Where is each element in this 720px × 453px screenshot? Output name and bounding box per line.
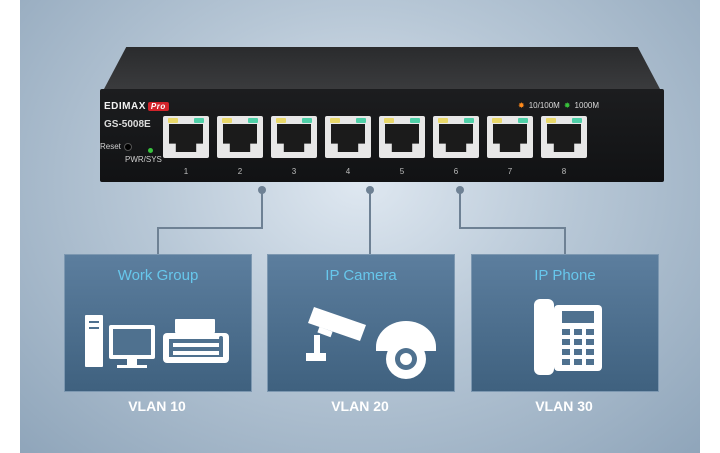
port-number: 1: [183, 167, 189, 176]
green-led-icon: ✸: [563, 101, 571, 110]
speed-led-icon: [194, 118, 204, 123]
ethernet-port: [217, 116, 263, 158]
speed-led-icon: [410, 118, 420, 123]
reset-label: Reset: [100, 142, 121, 151]
wire-port6: [459, 190, 566, 254]
orange-led-icon: ✸: [518, 101, 525, 110]
speed-led-icon: [248, 118, 258, 123]
switch-model: GS-5008E: [104, 119, 151, 130]
connection-lines: [157, 186, 566, 254]
link-led-icon: [438, 118, 448, 123]
rj45-socket-icon: [331, 124, 365, 152]
power-led-icon: [148, 148, 153, 153]
power-label: PWR/SYS: [125, 155, 162, 164]
ethernet-port: [325, 116, 371, 158]
link-led-icon: [330, 118, 340, 123]
rj45-socket-icon: [547, 124, 581, 152]
ethernet-port: [487, 116, 533, 158]
port-number: 6: [453, 167, 459, 176]
ethernet-port: [271, 116, 317, 158]
computer-icon: [85, 315, 155, 368]
rj45-socket-icon: [277, 124, 311, 152]
rj45-socket-icon: [169, 124, 203, 152]
group-ip-camera: IP Camera: [267, 254, 455, 392]
ethernet-port: [433, 116, 479, 158]
link-led-icon: [492, 118, 502, 123]
port-number: 7: [507, 167, 513, 176]
group-work-group: Work Group: [64, 254, 252, 392]
legend-slow: 10/100M: [528, 101, 560, 110]
speed-led-icon: [518, 118, 528, 123]
group-ip-phone: IP Phone: [471, 254, 659, 392]
brand-name: EDIMAX: [104, 101, 146, 112]
wire-dot-port2: [258, 186, 266, 194]
speed-led-icon: [356, 118, 366, 123]
ethernet-port: [163, 116, 209, 158]
brand-tag: Pro: [147, 102, 169, 111]
rj45-socket-icon: [439, 124, 473, 152]
desk-phone-icon: [534, 299, 602, 375]
legend-fast: 1000M: [574, 101, 600, 110]
vlan-label-20: VLAN 20: [331, 398, 389, 414]
cctv-camera-icon: [306, 307, 366, 361]
speed-led-icon: [572, 118, 582, 123]
port-number: 3: [291, 167, 297, 176]
wire-dot-port6: [456, 186, 464, 194]
wire-dot-port4: [366, 186, 374, 194]
port-number: 8: [561, 167, 567, 176]
link-led-icon: [222, 118, 232, 123]
ethernet-port: [541, 116, 587, 158]
link-led-icon: [384, 118, 394, 123]
group-title: Work Group: [117, 267, 199, 284]
group-title: IP Phone: [534, 267, 596, 284]
dome-camera-icon: [376, 321, 436, 379]
ethernet-port: [379, 116, 425, 158]
rj45-socket-icon: [493, 124, 527, 152]
speed-legend: ✸ 10/100M ✸ 1000M: [518, 101, 599, 110]
speed-led-icon: [302, 118, 312, 123]
vlan-label-10: VLAN 10: [128, 398, 186, 414]
port-number: 5: [399, 167, 405, 176]
port-number: 2: [237, 167, 243, 176]
rj45-socket-icon: [385, 124, 419, 152]
group-title: IP Camera: [325, 267, 397, 284]
reset-button[interactable]: [124, 143, 132, 151]
link-led-icon: [276, 118, 286, 123]
vlan-label-30: VLAN 30: [535, 398, 593, 414]
link-led-icon: [546, 118, 556, 123]
link-led-icon: [168, 118, 178, 123]
rj45-socket-icon: [223, 124, 257, 152]
port-number: 4: [345, 167, 351, 176]
switch-top-panel: [104, 47, 660, 89]
speed-led-icon: [464, 118, 474, 123]
printer-icon: [163, 319, 229, 363]
wire-port2: [157, 190, 263, 254]
